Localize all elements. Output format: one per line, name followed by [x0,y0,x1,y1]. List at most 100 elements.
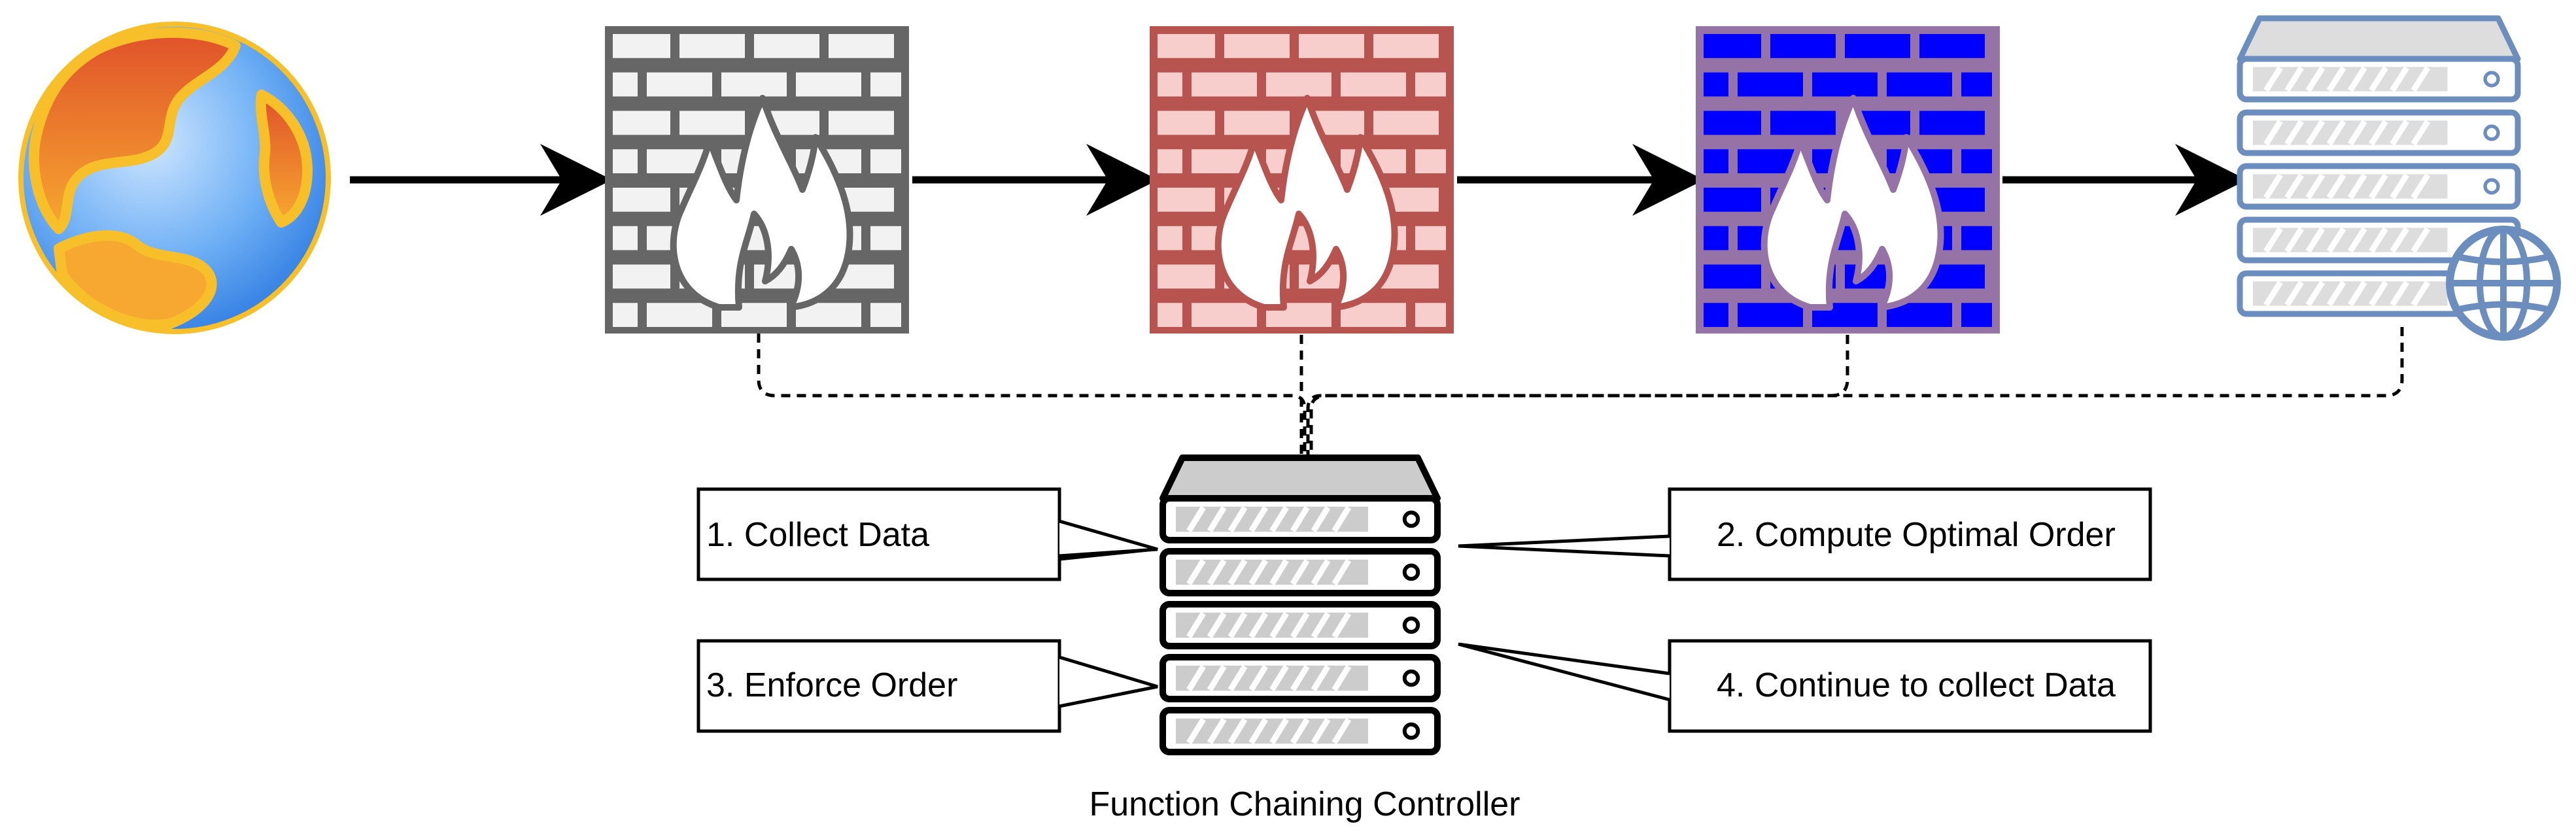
brick [1158,188,1215,212]
brick [1961,226,1992,250]
brick [613,34,670,58]
brick [870,226,901,250]
brick [647,72,712,97]
rack-unit [1159,495,1441,543]
brick [613,72,638,97]
rack-unit [2237,56,2521,103]
flame-icon [1214,95,1398,311]
callout-label-3: 3. Enforce Order [706,666,957,704]
brick [1224,111,1290,135]
brick [1770,34,1836,58]
brick [613,111,670,135]
rack-top [1159,454,1441,502]
brick [870,72,901,97]
rack-unit [1159,601,1441,649]
callout-label-1: 1. Collect Data [706,516,929,554]
brick [1415,303,1446,327]
rack-unit [1159,707,1441,755]
status-led [1402,669,1420,687]
brick [1704,34,1761,58]
brick [613,188,670,212]
brick [1158,111,1215,135]
brick [1812,72,1878,97]
brick [1158,34,1215,58]
brick [1704,188,1761,212]
brick [1158,264,1215,289]
brick [1961,149,1992,173]
callout-enforce-order: 3. Enforce Order [696,639,1158,733]
brick [613,149,638,173]
brick [1961,303,1992,327]
brick [1158,226,1182,250]
globe-icon [18,22,331,334]
brick [1158,149,1182,173]
rack-unit [1159,654,1441,702]
brick [1373,111,1439,135]
rack-unit [1159,548,1441,596]
brick [1192,72,1257,97]
brick [870,303,901,327]
brick [1415,72,1446,97]
www-globe-icon [2446,226,2561,341]
brick [1341,72,1406,97]
controller-caption: Function Chaining Controller [1089,785,1520,823]
brick [1919,111,1985,135]
brick [1192,303,1257,327]
status-led [2483,71,2500,88]
brick [1738,303,1803,327]
status-led [2483,178,2500,195]
flame-icon [670,95,853,311]
flame-icon [1760,95,1944,311]
brick [613,303,638,327]
brick [679,111,745,135]
status-led [1402,563,1420,581]
server-rack-icon [1159,454,1441,755]
control-link-firewall-3 [1306,335,1849,458]
brick [1266,72,1331,97]
brick [1158,303,1182,327]
brick [829,111,894,135]
brick [1704,72,1728,97]
brick [796,72,861,97]
brick [1158,72,1182,97]
brick [1845,34,1910,58]
rack-unit [2237,109,2521,156]
control-link-web-server [1309,327,2404,458]
brick [870,149,901,173]
callout-continue-collect: 4. Continue to collect Data [1458,639,2152,733]
brick [1704,149,1728,173]
brick [1704,111,1761,135]
callout-label-2: 2. Compute Optimal Order [1717,516,2116,554]
status-led [2483,124,2500,141]
brick [647,303,712,327]
brick [1738,72,1803,97]
brick [1887,72,1952,97]
brick [754,34,819,58]
brick [1224,34,1290,58]
brick [721,72,787,97]
brick [613,264,670,289]
firewall-3-icon [1696,26,2000,334]
firewall-1-icon [605,26,909,334]
brick [1704,226,1728,250]
brick [613,226,638,250]
brick [1919,34,1985,58]
brick [1299,34,1364,58]
brick [1704,303,1728,327]
status-led [1402,722,1420,740]
callout-label-4: 4. Continue to collect Data [1717,666,2116,704]
callout-collect-data: 1. Collect Data [696,487,1158,581]
brick [1704,264,1761,289]
brick [1770,111,1836,135]
brick [829,34,894,58]
brick [1373,34,1439,58]
callout-compute-order: 2. Compute Optimal Order [1458,487,2152,581]
rack-top [2237,15,2521,62]
control-links [757,327,2404,458]
brick [1415,149,1446,173]
rack-unit [2237,163,2521,210]
status-led [1402,616,1420,634]
web-server-icon [2237,15,2561,341]
status-led [1402,510,1420,528]
